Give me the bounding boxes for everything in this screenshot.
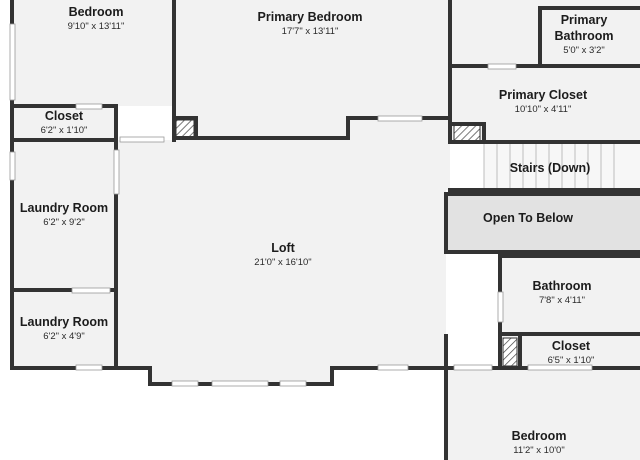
bedroom-se-name: Bedroom	[512, 429, 567, 443]
hatch-block-primary-bedroom	[175, 119, 195, 139]
bedroom-nw-floor	[12, 0, 174, 106]
laundry-room-2-name: Laundry Room	[20, 315, 108, 329]
primary-bedroom-floor	[174, 0, 450, 138]
primary-bedroom-dims: 17'7" x 13'11"	[282, 26, 339, 37]
hatch-block-primary-closet	[453, 124, 481, 142]
window-laundry-2	[75, 364, 103, 371]
loft-dims: 21'0" x 16'10"	[254, 257, 311, 268]
window-loft-3	[279, 380, 307, 387]
door-laundry-2	[71, 287, 111, 294]
door-primary-bathroom	[487, 63, 517, 70]
window-west-2	[9, 151, 16, 181]
primary-bathroom-name-line2: Bathroom	[554, 29, 613, 43]
door-primary-bedroom	[377, 115, 423, 122]
floor-fills	[12, 0, 640, 460]
closet-e-name: Closet	[552, 339, 591, 353]
room-labels: Bedroom 9'10" x 13'11" Primary Bedroom 1…	[20, 5, 614, 456]
closet-e-dims: 6'5" x 1'10"	[548, 355, 595, 366]
primary-closet-dims: 10'10" x 4'11"	[515, 104, 572, 115]
door-bedroom-se	[453, 364, 493, 371]
bathroom-floor	[500, 256, 640, 334]
bedroom-se-dims: 11'2" x 10'0"	[513, 445, 564, 456]
closet-e-floor	[500, 334, 640, 368]
stairs-treads	[483, 142, 615, 192]
primary-closet-floor	[450, 66, 640, 142]
upper-right-floor	[450, 0, 640, 66]
laundry-room-1-name: Laundry Room	[20, 201, 108, 215]
laundry-room-2-floor	[12, 290, 116, 368]
laundry-room-1-dims: 6'2" x 9'2"	[43, 217, 85, 228]
door-closet-e	[527, 364, 593, 371]
bedroom-nw-dims: 9'10" x 13'11"	[68, 21, 125, 32]
loft-name: Loft	[271, 241, 295, 255]
laundry-room-2-dims: 6'2" x 4'9"	[43, 331, 85, 342]
bedroom-nw-name: Bedroom	[69, 5, 124, 19]
primary-bathroom-name-line1: Primary	[561, 13, 608, 27]
primary-bathroom-dims: 5'0" x 3'2"	[563, 45, 605, 56]
door-bedroom-nw	[119, 136, 165, 143]
bathroom-dims: 7'8" x 4'11"	[539, 295, 585, 306]
bedroom-se-floor	[446, 368, 640, 460]
door-laundry-1	[113, 149, 120, 195]
window-loft-1	[171, 380, 199, 387]
closet-w-name: Closet	[45, 109, 84, 123]
stairs-name: Stairs (Down)	[510, 161, 591, 175]
primary-closet-name: Primary Closet	[499, 88, 588, 102]
door-bathroom	[497, 291, 504, 323]
hatch-block-closet-e	[502, 337, 518, 367]
openings	[9, 23, 593, 387]
closet-w-floor	[12, 106, 116, 140]
closet-w-dims: 6'2" x 1'10"	[41, 125, 88, 136]
open-to-below-area	[448, 196, 640, 250]
window-west-1	[9, 23, 16, 101]
loft-floor	[116, 118, 450, 384]
primary-bedroom-name: Primary Bedroom	[258, 10, 363, 24]
laundry-room-1-floor	[12, 140, 116, 290]
bathroom-name: Bathroom	[532, 279, 591, 293]
window-loft-2	[211, 380, 269, 387]
door-closet-w	[75, 103, 103, 110]
window-loft-4	[377, 364, 409, 371]
open-to-below-name: Open To Below	[483, 211, 573, 225]
